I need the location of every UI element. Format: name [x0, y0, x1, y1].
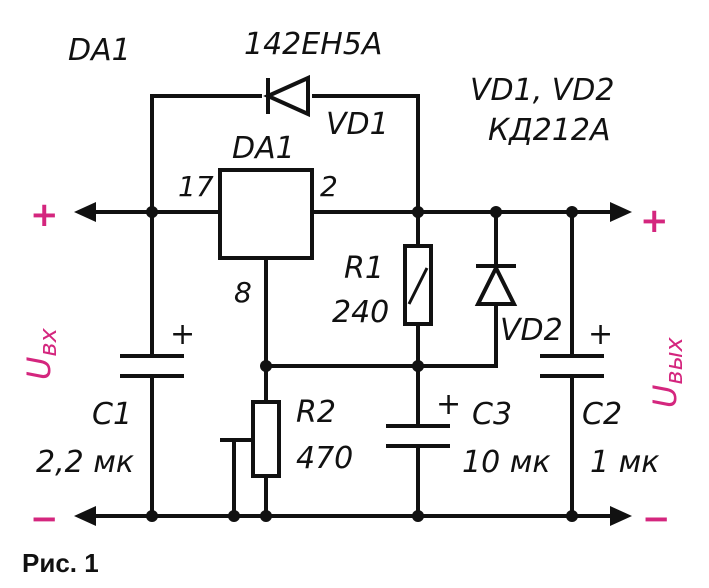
uout-main: U [646, 385, 684, 408]
junctions [146, 206, 578, 522]
output-minus-sign: − [642, 499, 671, 539]
wires [74, 94, 632, 526]
junction-dot [490, 206, 502, 218]
c2-capacitor-symbol [540, 354, 604, 378]
uin-sub: вх [34, 327, 62, 356]
vd2-diode-symbol [474, 263, 518, 306]
output-voltage-label: Uвых [646, 336, 688, 408]
r1-name-label: R1 [344, 251, 384, 286]
diodes-title-label: VD1, VD2 [470, 73, 615, 108]
junction-dot [412, 206, 424, 218]
r2-resistor-symbol [251, 400, 281, 478]
junction-dot [260, 510, 272, 522]
pin17-label: 17 [178, 170, 214, 203]
vd2-label: VD2 [500, 313, 563, 348]
junction-dot [146, 510, 158, 522]
junction-dot [146, 206, 158, 218]
figure-caption: Рис. 1 [22, 548, 99, 578]
output-arrow [610, 202, 632, 222]
c3-name-label: C3 [472, 397, 512, 432]
ic-name-label: DA1 [232, 131, 295, 166]
c3-value-label: 10 мк [462, 445, 550, 480]
pin2-label: 2 [320, 170, 338, 203]
junction-dot [412, 510, 424, 522]
junction-dot [412, 360, 424, 372]
pin8-label: 8 [234, 276, 252, 309]
svg-text:Uвх: Uвх [20, 327, 62, 380]
junction-dot [566, 206, 578, 218]
ground-right-arrow [610, 506, 632, 526]
r2-value-label: 470 [296, 441, 353, 476]
input-plus-sign: + [30, 195, 59, 235]
junction-dot [566, 510, 578, 522]
diodes-part-label: КД212А [488, 113, 611, 148]
input-arrow [74, 202, 96, 222]
da1-title-label: DA1 [68, 33, 131, 68]
c2-value-label: 1 мк [590, 445, 659, 480]
da1-part-label: 142ЕН5А [244, 27, 382, 62]
c3-plus-mark: + [436, 387, 461, 422]
c1-plus-mark: + [170, 317, 195, 352]
c1-name-label: C1 [92, 397, 132, 432]
uout-sub: вых [660, 336, 688, 384]
input-minus-sign: − [30, 499, 59, 539]
junction-dot [260, 360, 272, 372]
c3-capacitor-symbol [386, 424, 450, 448]
svg-text:Uвых: Uвых [646, 336, 688, 408]
r2-name-label: R2 [296, 395, 336, 430]
output-plus-sign: + [640, 201, 669, 241]
ground-left-arrow [74, 506, 96, 526]
r1-value-label: 240 [332, 295, 389, 330]
input-voltage-label: Uвх [20, 327, 62, 380]
da1-ic-body [218, 168, 314, 260]
c1-capacitor-symbol [120, 354, 184, 378]
uin-main: U [20, 357, 58, 380]
vd1-label: VD1 [326, 107, 389, 142]
c2-name-label: C2 [582, 397, 622, 432]
vd1-diode-symbol [262, 74, 312, 118]
c1-value-label: 2,2 мк [36, 445, 134, 480]
junction-dot [228, 510, 240, 522]
c2-plus-mark: + [588, 317, 613, 352]
r1-resistor-symbol [403, 244, 433, 326]
